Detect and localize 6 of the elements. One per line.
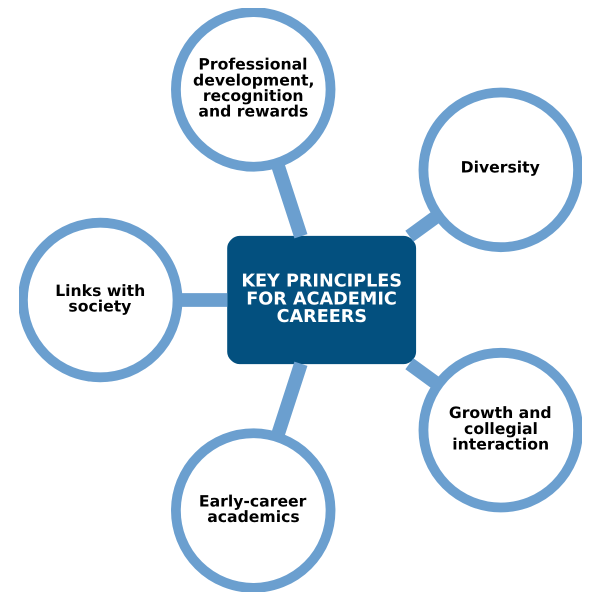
node-circle: Professional development, recognition and rewards <box>170 8 335 172</box>
node-circle: Growth and collegial interaction <box>418 348 582 512</box>
node-circle: Early-career academics <box>170 428 335 592</box>
node-box: KEY PRINCIPLES FOR ACADEMIC CAREERS <box>226 236 416 364</box>
node-circle: Diversity <box>418 88 582 252</box>
node-circle: Links with society <box>18 218 182 382</box>
